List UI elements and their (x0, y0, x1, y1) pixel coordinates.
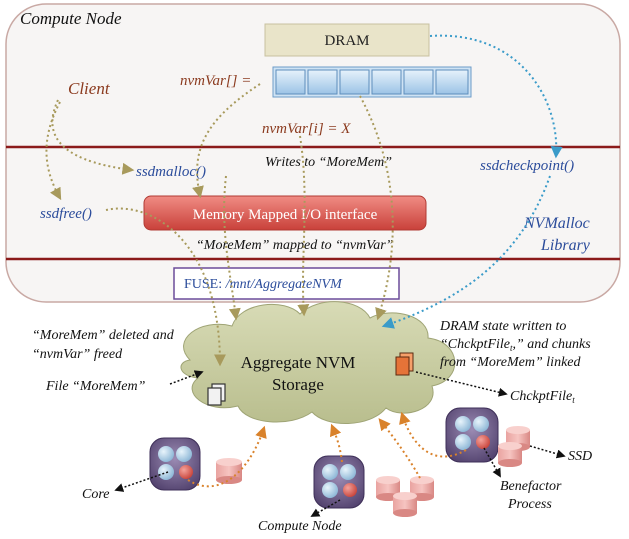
ssd-label: SSD (568, 449, 592, 464)
cloud-line1: Aggregate NVM (241, 353, 356, 372)
benefactor-line2: Process (507, 497, 552, 512)
compute-node-bottom (313, 455, 365, 509)
ssd-pointer (529, 445, 566, 459)
array-cell (339, 69, 370, 95)
fuse-box (173, 267, 400, 300)
ssdfree-to-cloud-arrow (105, 207, 226, 367)
compute-node-bottom-label: Compute Node (258, 519, 342, 534)
compute-node-disks (376, 476, 434, 517)
array-cell (275, 69, 306, 95)
writes-to-moremem-label: Writes to “MoreMem” (265, 155, 392, 170)
library-line1: NVMalloc (523, 215, 590, 232)
moremem-mapped-label: “MoreMem” mapped to “nvmVar” (196, 238, 394, 253)
deleted-note-line2: “nvmVar” freed (32, 347, 123, 362)
client-label: Client (68, 79, 111, 98)
fuse-label: FUSE: /mnt/AggregateNVM (184, 277, 343, 292)
chckptfile-label: ChckptFilet (510, 389, 575, 405)
compute-to-cloud-arrow (329, 423, 343, 463)
dram-label: DRAM (324, 33, 369, 49)
core-pointer (114, 471, 169, 492)
array-cell (435, 69, 469, 95)
mmio-to-cloud-arrow (359, 95, 394, 321)
dram-state-note-line3: from “MoreMem” linked (440, 355, 581, 370)
client-to-ssdfree-arrow (45, 101, 62, 201)
chckptfile-pointer (415, 371, 508, 397)
benefactor-disks (498, 426, 530, 467)
nvmvar-array-label: nvmVar[] = (180, 73, 251, 89)
benefactor-pointer (483, 447, 501, 478)
ssdfree-label: ssdfree() (40, 206, 92, 222)
benefactor-node (445, 407, 499, 463)
core-to-cloud-arrow (187, 425, 267, 488)
deleted-note-line1: “MoreMem” deleted and (32, 328, 175, 343)
nvmvar-to-mmio-arrow (192, 83, 261, 199)
dram-box (264, 23, 430, 57)
disk-to-cloud-arrow (378, 418, 421, 479)
array-cell (403, 69, 434, 95)
benefactor-line1: Benefactor (500, 479, 562, 494)
compute-node-title: Compute Node (20, 9, 122, 28)
library-line2: Library (540, 237, 591, 254)
mmio-interface-label: Memory Mapped I/O interface (193, 207, 378, 223)
file-moremem-pointer (169, 370, 204, 385)
cloud-line2: Storage (272, 375, 324, 394)
dram-state-note-line1: DRAM state written to (439, 319, 566, 334)
ssdcheckpoint-label: ssdcheckpoint() (480, 158, 574, 174)
nvmvar-assign-label: nvmVar[i] = X (262, 121, 351, 137)
core-label: Core (82, 487, 109, 502)
dram-state-note-line2: “ChckptFilet,” and chunks (440, 337, 591, 353)
benefactor-to-cloud-arrow (399, 411, 467, 458)
chckptfile-icon (395, 352, 414, 376)
fuse-path: /mnt/AggregateNVM (225, 277, 343, 292)
array-cell (371, 69, 402, 95)
ssdmalloc-label: ssdmalloc() (136, 164, 206, 180)
nvmvar-array (272, 66, 472, 98)
aggregate-nvm-cloud (180, 301, 456, 424)
client-to-ssdmalloc-arrow (51, 99, 135, 175)
dram-to-checkpoint-arrow (429, 34, 563, 159)
array-cell (307, 69, 338, 95)
core-node (149, 437, 201, 491)
compute-node-pointer (310, 499, 341, 517)
mmio-interface-box (143, 195, 427, 231)
core-node-disk (216, 458, 242, 484)
file-moremem-icon (207, 383, 226, 406)
file-moremem-label: File “MoreMem” (45, 379, 146, 394)
fuse-prefix: FUSE: (184, 277, 226, 292)
